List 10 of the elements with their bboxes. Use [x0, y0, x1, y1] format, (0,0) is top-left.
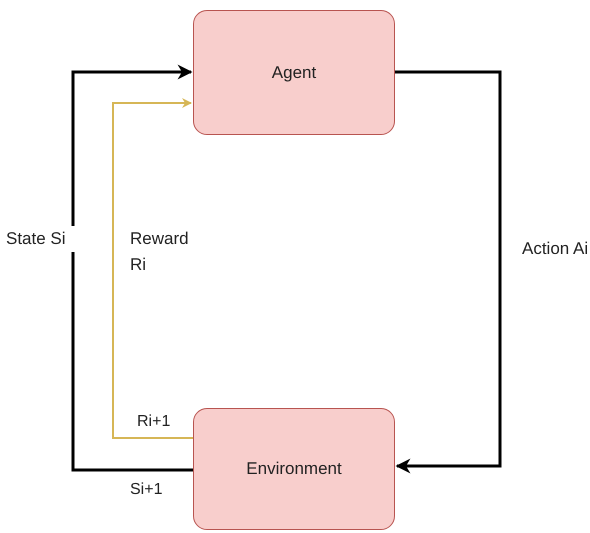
- signal-label: Si+1: [130, 480, 162, 500]
- edge-label: State Si: [6, 226, 76, 252]
- box-label: Agent: [272, 62, 316, 84]
- process-box: [193, 408, 395, 530]
- signal-label: Ri+1: [137, 412, 170, 432]
- box-label: Environment: [246, 458, 342, 480]
- arrow: [395, 70, 502, 474]
- arrow: [112, 98, 193, 439]
- process-box: [193, 10, 395, 135]
- arrow: [72, 64, 193, 472]
